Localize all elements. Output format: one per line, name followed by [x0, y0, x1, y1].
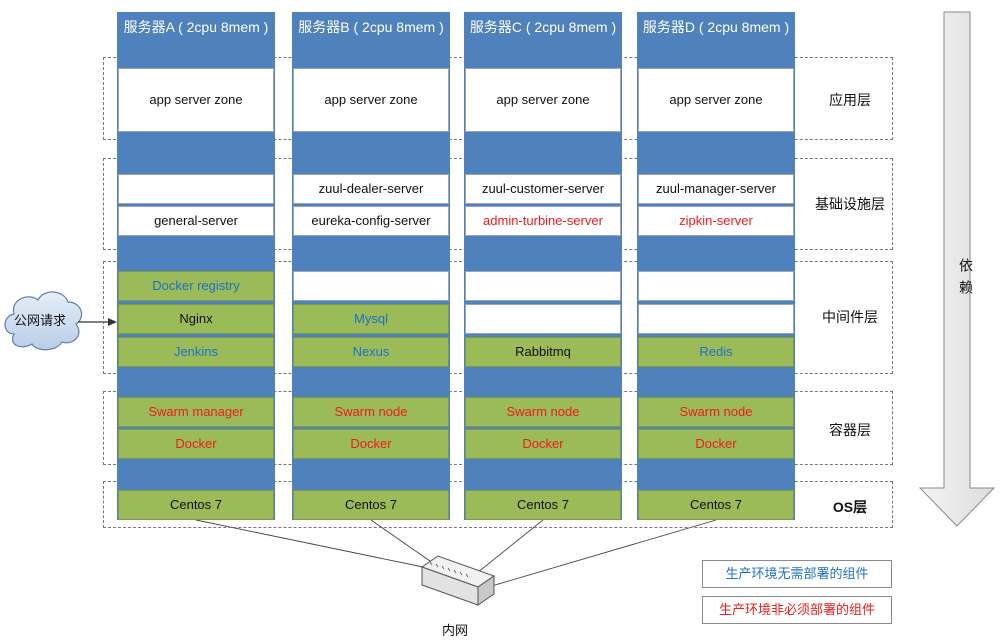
server-column: 服务器A ( 2cpu 8mem ) app server zone gener… — [117, 12, 275, 520]
middleware-box — [638, 271, 794, 301]
layer-label-app: 应用层 — [829, 92, 871, 108]
container-box: Swarm node — [638, 397, 794, 427]
infra-bottom-box: admin-turbine-server — [465, 206, 621, 236]
middleware-box — [465, 271, 621, 301]
os-box: Centos 7 — [465, 490, 621, 520]
legend-red: 生产环境非必须部署的组件 — [702, 596, 892, 624]
infra-bottom-box: eureka-config-server — [293, 206, 449, 236]
container-box: Docker — [465, 429, 621, 459]
container-box: Docker — [638, 429, 794, 459]
server-header: 服务器C ( 2cpu 8mem ) — [469, 19, 617, 35]
middleware-box: Docker registry — [118, 271, 274, 301]
network-switch-icon — [420, 555, 496, 606]
intranet-label: 内网 — [441, 623, 468, 638]
dependency-label: 依赖 — [958, 258, 974, 302]
cloud-icon — [4, 291, 83, 351]
layer-label-infra: 基础设施层 — [815, 196, 885, 212]
public-request-label: 公网请求 — [13, 313, 66, 328]
os-box: Centos 7 — [638, 490, 794, 520]
middleware-box — [293, 271, 449, 301]
legend-blue: 生产环境无需部署的组件 — [702, 560, 892, 588]
infra-top-box: zuul-customer-server — [465, 174, 621, 204]
middleware-box — [465, 304, 621, 334]
container-box: Docker — [293, 429, 449, 459]
app-zone-box: app server zone — [293, 68, 449, 132]
request-arrow — [78, 318, 117, 326]
app-zone-box: app server zone — [465, 68, 621, 132]
app-zone-box: app server zone — [638, 68, 794, 132]
middleware-box: Mysql — [293, 304, 449, 334]
server-column: 服务器D ( 2cpu 8mem ) app server zone zuul-… — [637, 12, 795, 520]
layer-label-container: 容器层 — [829, 422, 871, 438]
infra-bottom-box: zipkin-server — [638, 206, 794, 236]
middleware-box: Redis — [638, 337, 794, 367]
app-zone-box: app server zone — [118, 68, 274, 132]
container-box: Swarm node — [465, 397, 621, 427]
infra-bottom-box: general-server — [118, 206, 274, 236]
middleware-box: Rabbitmq — [465, 337, 621, 367]
container-box: Swarm manager — [118, 397, 274, 427]
infra-top-box: zuul-manager-server — [638, 174, 794, 204]
server-header: 服务器A ( 2cpu 8mem ) — [123, 19, 269, 35]
container-box: Docker — [118, 429, 274, 459]
middleware-box: Nginx — [118, 304, 274, 334]
dependency-arrow — [918, 11, 996, 527]
os-box: Centos 7 — [293, 490, 449, 520]
infra-top-box — [118, 174, 274, 204]
middleware-box: Jenkins — [118, 337, 274, 367]
server-header: 服务器B ( 2cpu 8mem ) — [298, 19, 444, 35]
server-column: 服务器C ( 2cpu 8mem ) app server zone zuul-… — [464, 12, 622, 520]
middleware-box — [638, 304, 794, 334]
container-box: Swarm node — [293, 397, 449, 427]
os-box: Centos 7 — [118, 490, 274, 520]
server-column: 服务器B ( 2cpu 8mem ) app server zone zuul-… — [292, 12, 450, 520]
server-header: 服务器D ( 2cpu 8mem ) — [642, 19, 790, 35]
layer-label-middleware: 中间件层 — [822, 309, 878, 325]
infra-top-box: zuul-dealer-server — [293, 174, 449, 204]
layer-label-os: OS层 — [832, 499, 868, 515]
middleware-box: Nexus — [293, 337, 449, 367]
